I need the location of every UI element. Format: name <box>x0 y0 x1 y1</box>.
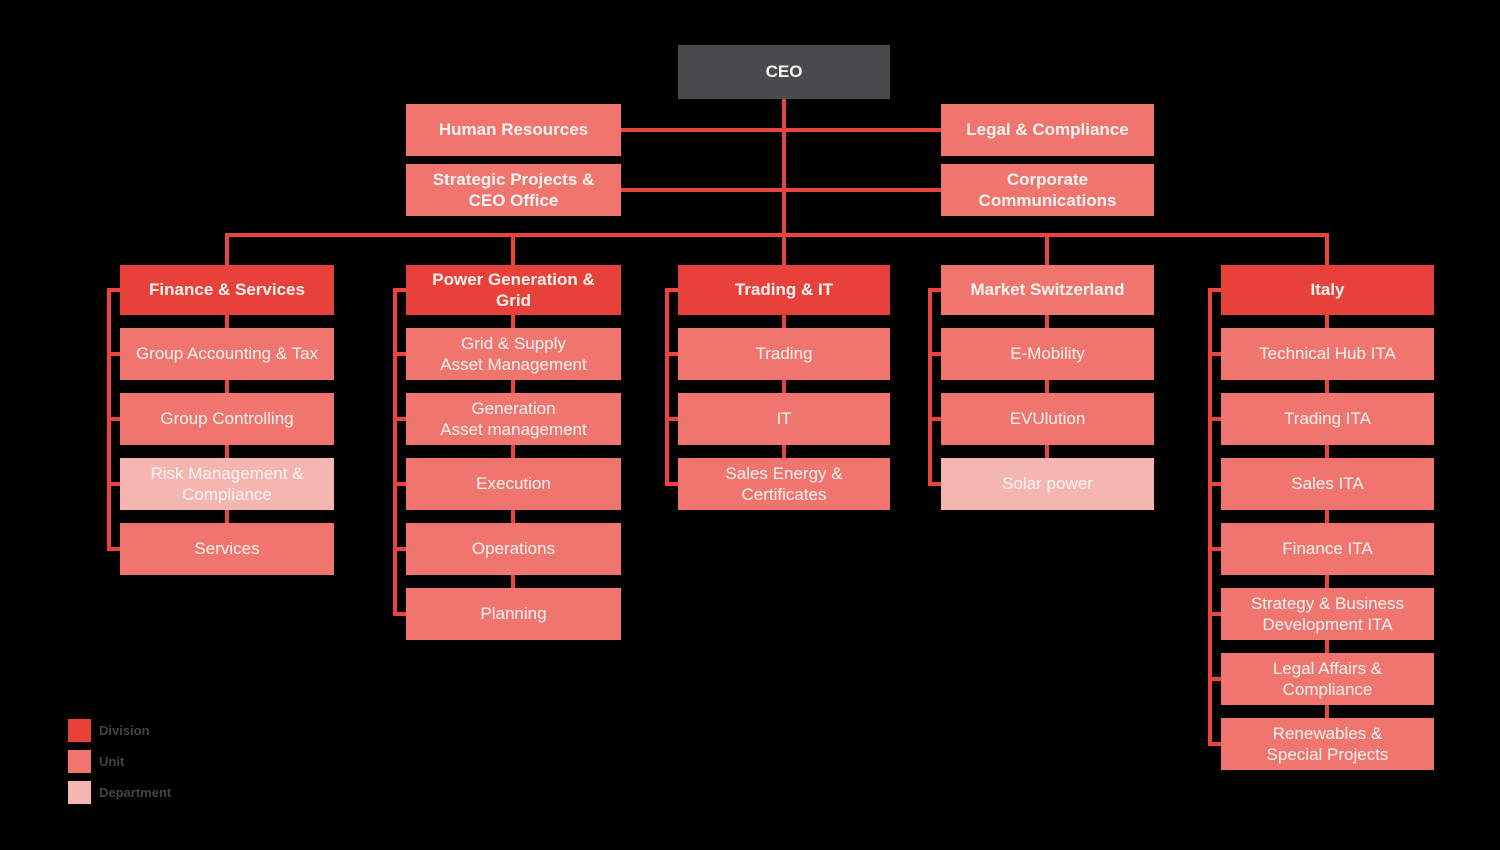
connector-stub <box>1208 482 1221 486</box>
connector-stub <box>1208 288 1221 292</box>
connector-stub <box>107 417 120 421</box>
connector-stub <box>107 547 120 551</box>
legend-swatch-division <box>68 719 91 742</box>
unit-box-technical-hub-ita: Technical Hub ITA <box>1221 328 1434 380</box>
unit-box-sales-ita: Sales ITA <box>1221 458 1434 510</box>
legend-item-unit: Unit <box>68 750 171 773</box>
division-box-trading-it: Trading & IT <box>678 265 890 315</box>
unit-box-services: Services <box>120 523 334 575</box>
unit-box-generation-asset-management: Generation Asset management <box>406 393 621 445</box>
legend-item-department: Department <box>68 781 171 804</box>
unit-box-it: IT <box>678 393 890 445</box>
unit-box-group-controlling: Group Controlling <box>120 393 334 445</box>
connector-stub <box>393 612 406 616</box>
legend-item-division: Division <box>68 719 171 742</box>
legend-label-unit: Unit <box>99 754 125 769</box>
connector-legal <box>786 128 941 132</box>
unit-box-grid-supply-asset-management: Grid & Supply Asset Management <box>406 328 621 380</box>
department-box-solar-power: Solar power <box>941 458 1154 510</box>
connector-main-spine <box>225 233 1329 237</box>
connector-stub <box>393 352 406 356</box>
division-box-finance-services: Finance & Services <box>120 265 334 315</box>
unit-box-trading: Trading <box>678 328 890 380</box>
connector-stub <box>393 417 406 421</box>
legend: Division Unit Department <box>68 719 171 804</box>
unit-box-e-mobility: E-Mobility <box>941 328 1154 380</box>
unit-box-sales-energy-certificates: Sales Energy & Certificates <box>678 458 890 510</box>
division-box-power-generation-grid: Power Generation & Grid <box>406 265 621 315</box>
staff-box-human-resources: Human Resources <box>406 104 621 156</box>
unit-box-planning: Planning <box>406 588 621 640</box>
unit-box-operations: Operations <box>406 523 621 575</box>
legend-label-department: Department <box>99 785 172 800</box>
connector-hr <box>621 128 782 132</box>
connector-stub <box>928 352 941 356</box>
connector-stub <box>1208 677 1221 681</box>
connector-ladder-italy <box>1208 288 1212 746</box>
connector-stub <box>393 288 406 292</box>
connector-ladder-power <box>393 288 397 616</box>
unit-box-legal-affairs-compliance: Legal Affairs & Compliance <box>1221 653 1434 705</box>
connector-stub <box>107 482 120 486</box>
division-box-italy: Italy <box>1221 265 1434 315</box>
connector-stub <box>1208 547 1221 551</box>
connector-center-finance <box>225 237 229 525</box>
connector-ladder-market <box>928 288 932 486</box>
connector-stub <box>928 288 941 292</box>
connector-stub <box>107 352 120 356</box>
division-column-trading-it: Trading & IT Trading IT Sales Energy & C… <box>678 265 890 510</box>
unit-box-strategy-business-development-ita: Strategy & Business Development ITA <box>1221 588 1434 640</box>
connector-stub <box>393 482 406 486</box>
connector-stub <box>665 482 678 486</box>
unit-box-execution: Execution <box>406 458 621 510</box>
unit-box-evulution: EVUlution <box>941 393 1154 445</box>
staff-box-legal-compliance: Legal & Compliance <box>941 104 1154 156</box>
division-column-finance-services: Finance & Services Group Accounting & Ta… <box>120 265 334 575</box>
connector-ceo-drop <box>782 99 786 237</box>
connector-stub <box>1208 742 1221 746</box>
connector-ladder-trading <box>665 288 669 486</box>
connector-stub <box>928 482 941 486</box>
unit-box-renewables-special-projects: Renewables & Special Projects <box>1221 718 1434 770</box>
legend-label-division: Division <box>99 723 150 738</box>
unit-box-finance-ita: Finance ITA <box>1221 523 1434 575</box>
staff-box-strategic-projects-ceo-office: Strategic Projects & CEO Office <box>406 164 621 216</box>
unit-box-group-accounting-tax: Group Accounting & Tax <box>120 328 334 380</box>
connector-stub <box>1208 612 1221 616</box>
connector-stub <box>1208 352 1221 356</box>
department-box-risk-management-compliance: Risk Management & Compliance <box>120 458 334 510</box>
division-column-italy: Italy Technical Hub ITA Trading ITA Sale… <box>1221 265 1434 770</box>
ceo-label: CEO <box>765 62 803 81</box>
unit-box-trading-ita: Trading ITA <box>1221 393 1434 445</box>
connector-stub <box>393 547 406 551</box>
connector-stub <box>665 417 678 421</box>
connector-stub <box>1208 417 1221 421</box>
connector-strategic <box>621 188 782 192</box>
division-box-market-switzerland: Market Switzerland <box>941 265 1154 315</box>
legend-swatch-unit <box>68 750 91 773</box>
staff-box-corporate-communications: Corporate Communications <box>941 164 1154 216</box>
division-column-power-generation-grid: Power Generation & Grid Grid & Supply As… <box>406 265 621 640</box>
connector-corporate <box>786 188 941 192</box>
division-column-market-switzerland: Market Switzerland E-Mobility EVUlution … <box>941 265 1154 510</box>
legend-swatch-department <box>68 781 91 804</box>
connector-stub <box>107 288 120 292</box>
connector-stub <box>928 417 941 421</box>
connector-stub <box>665 352 678 356</box>
connector-stub <box>665 288 678 292</box>
ceo-box: CEO <box>678 45 890 99</box>
